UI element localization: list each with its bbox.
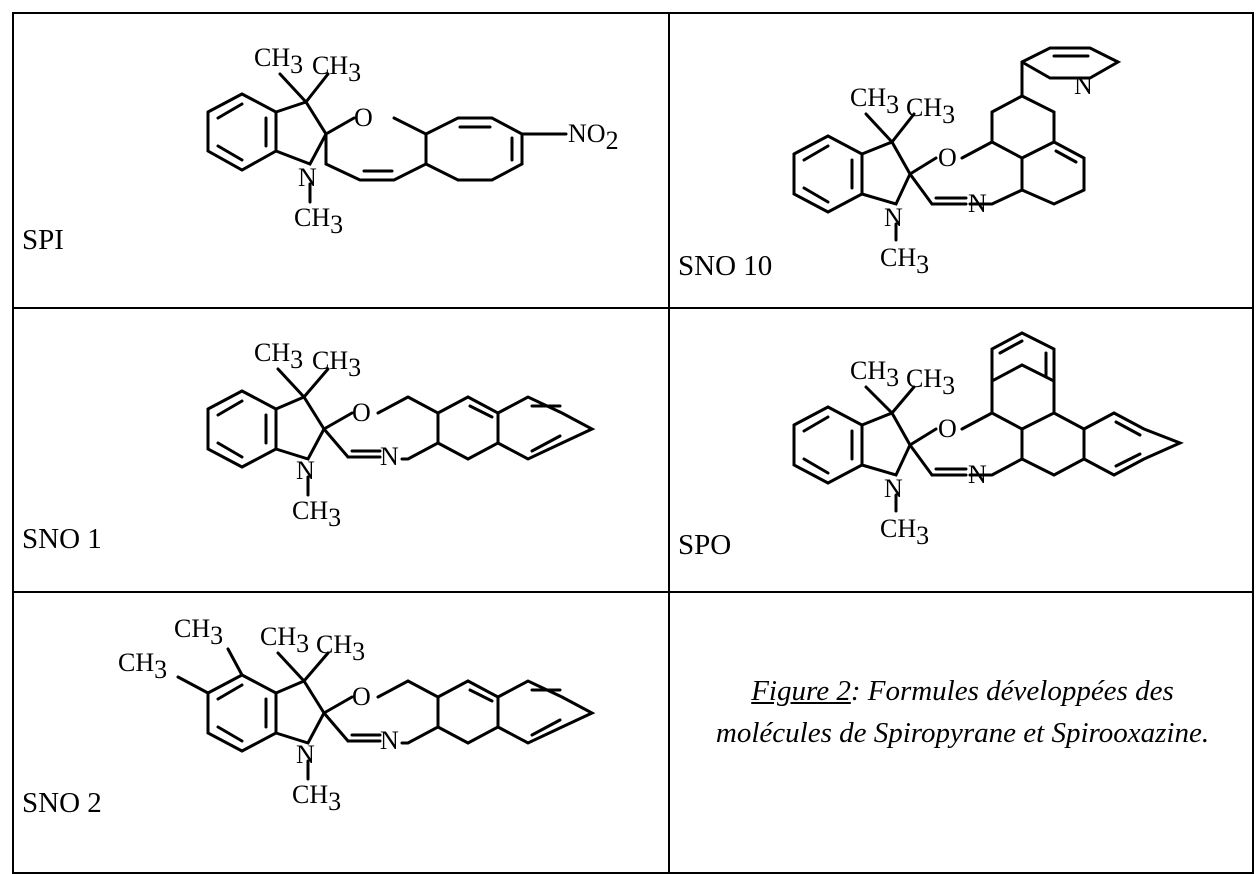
spi-ch3-a: CH3 [254, 43, 303, 79]
sno2-ch3-b: CH3 [316, 630, 365, 666]
sno10-oxygen: O [938, 143, 957, 172]
spo-nitrogen-indoline: N [884, 474, 903, 503]
sno2-ch3-ring-b: CH3 [118, 648, 167, 684]
sno10-ch3-a: CH3 [850, 83, 899, 119]
sno1-ch3-b: CH3 [312, 346, 361, 382]
caption-text-1: : Formules développées des [850, 675, 1174, 707]
cell-sno1: CH3 CH3 O N N CH3 SNO 1 [14, 309, 668, 591]
row-divider-2 [12, 591, 1254, 593]
spo-nitrogen-oxazine: N [968, 460, 987, 489]
sno2-structure: CH3 CH3 CH3 CH3 O N N CH3 [118, 614, 596, 816]
cell-sno2: CH3 CH3 CH3 CH3 O N N CH3 SNO 2 [14, 593, 668, 874]
sno1-structure: CH3 CH3 O N N CH3 [206, 338, 596, 532]
sno1-oxygen: O [352, 398, 371, 427]
cell-sno10: CH3 CH3 O N N CH3 N SNO 10 [670, 14, 1254, 307]
sno10-nitrogen-indoline: N [884, 203, 903, 232]
spo-ch3-a: CH3 [850, 356, 899, 392]
sno2-nitrogen-indoline: N [296, 740, 315, 769]
sno2-ch3-a: CH3 [260, 622, 309, 658]
sno10-ch3-b: CH3 [906, 93, 955, 129]
sno1-ch3-a: CH3 [254, 338, 303, 374]
caption-line-2: molécules de Spiropyrane et Spirooxazine… [715, 717, 1210, 749]
caption-figure-ref: Figure 2 [751, 675, 851, 707]
sno1-nitrogen-oxazine: N [380, 442, 399, 471]
sno2-ch3-n: CH3 [292, 780, 341, 816]
caption-line-1: Figure 2: Formules développées des [670, 670, 1255, 712]
spo-structure: CH3 CH3 O N N CH3 [792, 331, 1184, 550]
spi-nitrogen: N [298, 163, 317, 192]
cell-spo: CH3 CH3 O N N CH3 SPO [670, 309, 1254, 591]
spo-ch3-b: CH3 [906, 364, 955, 400]
label-sno10: SNO 10 [678, 250, 773, 282]
label-sno2: SNO 2 [22, 787, 102, 819]
row-divider-1 [12, 307, 1254, 309]
spi-structure: CH3 CH3 O N CH3 NO2 [206, 43, 619, 239]
label-spo: SPO [678, 529, 732, 561]
figure-caption: Figure 2: Formules développées des moléc… [670, 670, 1255, 754]
sno1-nitrogen-indoline: N [296, 456, 315, 485]
sno10-structure: CH3 CH3 O N N CH3 N [792, 46, 1122, 279]
spi-nitro: NO2 [568, 119, 619, 155]
spi-ch3-n: CH3 [294, 203, 343, 239]
cell-spi: CH3 CH3 O N CH3 NO2 SPI [14, 14, 668, 307]
sno2-oxygen: O [352, 682, 371, 711]
molecule-table [12, 12, 1254, 874]
sno2-ch3-ring-a: CH3 [174, 614, 223, 650]
column-divider [668, 12, 670, 874]
sno1-ch3-n: CH3 [292, 496, 341, 532]
sno10-nitrogen-oxazine: N [968, 189, 987, 218]
sno10-ch3-n: CH3 [880, 243, 929, 279]
spo-ch3-n: CH3 [880, 514, 929, 550]
spi-oxygen: O [354, 103, 373, 132]
sno10-nitrogen-pyridine: N [1074, 71, 1093, 100]
sno2-nitrogen-oxazine: N [380, 726, 399, 755]
spo-oxygen: O [938, 414, 957, 443]
label-sno1: SNO 1 [22, 523, 102, 555]
label-spi: SPI [22, 224, 64, 256]
spi-ch3-b: CH3 [312, 51, 361, 87]
